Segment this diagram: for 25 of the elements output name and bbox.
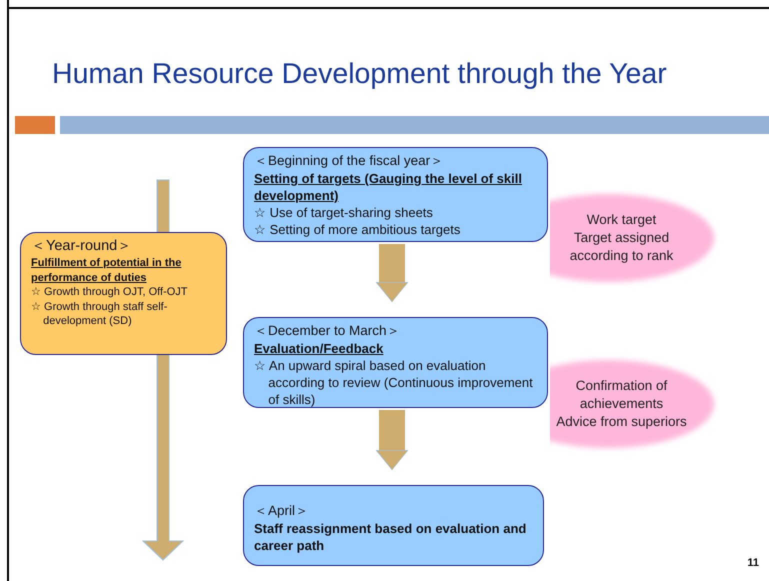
block-arrow: [376, 244, 408, 302]
period-label: ＜Year-round＞: [31, 237, 134, 256]
period-box: [20, 232, 227, 355]
note-text: Advice from superiors: [556, 412, 687, 431]
note-text: Confirmation of achievements: [574, 377, 668, 413]
heading-text: Setting of targets (Gauging the level of skill development): [254, 170, 523, 204]
period-box: [243, 147, 548, 242]
note-text: Target assigned according to rank: [568, 229, 674, 265]
note-text: Work target: [586, 211, 656, 230]
heading-text: Fulfillment of potential in the performance of duties: [31, 256, 182, 286]
period-box: [243, 317, 548, 408]
bullet-text: ☆ Use of target-sharing sheets: [254, 204, 434, 222]
heading-text: Staff reassignment based on evaluation and career path: [254, 520, 528, 554]
bullet-text: ☆ Growth through staff self-development (SD): [31, 300, 168, 329]
bullet-text: ☆ An upward spiral based on evaluation according to review (Continuous improvement of skills): [254, 356, 534, 408]
page-number: 11: [747, 557, 759, 569]
period-box: [243, 485, 544, 566]
period-label: ＜April＞: [254, 502, 310, 520]
period-label: ＜Beginning of the fiscal year＞: [254, 152, 446, 170]
period-label: ＜December to March＞: [254, 322, 402, 340]
block-arrow: [376, 410, 408, 470]
heading-text: Evaluation/Feedback: [254, 340, 384, 357]
bullet-text: ☆ Setting of more ambitious targets: [254, 221, 462, 238]
bullet-text: ☆ Growth through OJT, Off-OJT: [31, 285, 189, 300]
slide-title: Human Resource Development through the Year: [52, 58, 668, 91]
